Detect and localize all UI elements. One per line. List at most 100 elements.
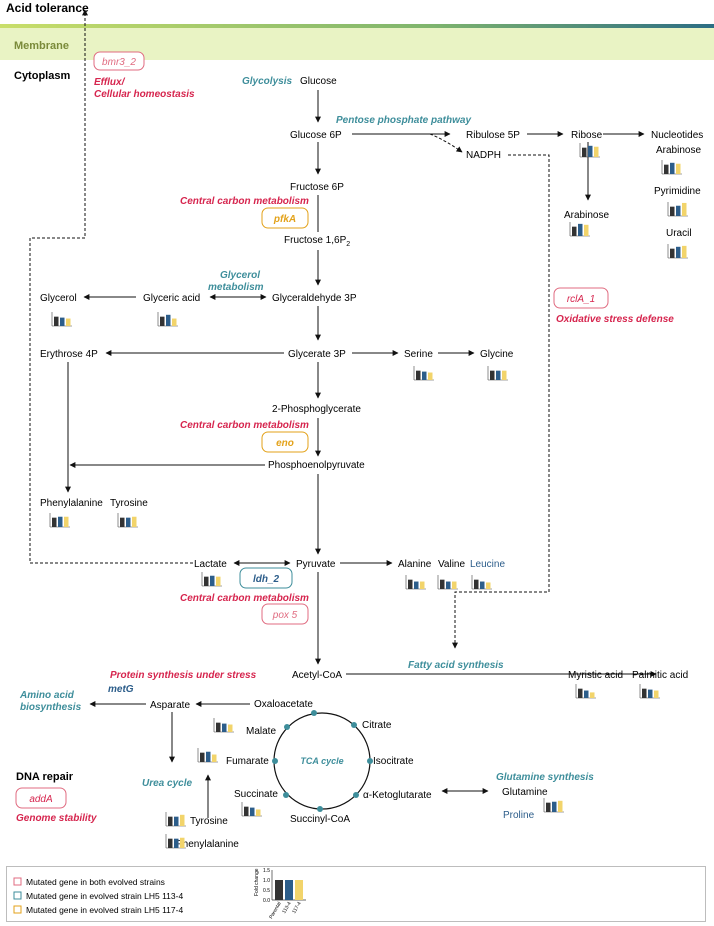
function-genome: Genome stability xyxy=(16,813,97,824)
mini-chart-glycerol xyxy=(51,312,72,327)
pathway-amino-2: biosynthesis xyxy=(20,702,82,713)
mini-chart-glyceric-acid xyxy=(157,312,178,327)
metabolite-palmitic: Palmitic acid xyxy=(632,670,688,681)
mini-bar xyxy=(212,754,217,762)
mini-bar xyxy=(210,575,215,586)
legend-frame xyxy=(6,866,706,922)
mini-bar xyxy=(414,581,419,589)
metabolite-glycerate3p: Glycerate 3P xyxy=(288,349,346,360)
legend-bar xyxy=(295,880,303,900)
legend-swatch-117 xyxy=(13,905,22,914)
legend-bar-label: 113-4 xyxy=(281,901,293,915)
metabolite-glucose: Glucose xyxy=(300,76,337,87)
metabolite-akg: α-Ketoglutarate xyxy=(363,790,432,801)
mini-bar xyxy=(52,517,57,527)
gene-rcla: rclA_1 xyxy=(567,294,595,305)
legend-swatch-113 xyxy=(13,891,22,900)
mini-bar xyxy=(422,371,427,380)
pathway-tca: TCA cycle xyxy=(300,756,343,766)
mini-bar xyxy=(58,516,63,527)
mini-bar xyxy=(66,318,71,326)
metabolite-proline: Proline xyxy=(503,810,535,821)
metabolite-2pg: 2-Phosphoglycerate xyxy=(272,404,361,415)
mini-bar xyxy=(552,801,557,812)
gene-eno: eno xyxy=(276,438,294,449)
mini-bar xyxy=(172,318,177,326)
metabolite-fructose16p: Fructose 1,6P2 xyxy=(284,235,350,248)
mini-chart-ribose xyxy=(579,143,600,158)
metabolite-glycine: Glycine xyxy=(480,349,514,360)
mini-charts xyxy=(49,143,688,849)
mini-chart-pyrimidine xyxy=(667,202,688,217)
mini-bar xyxy=(168,816,173,826)
pathway-urea: Urea cycle xyxy=(142,778,192,789)
tca-node xyxy=(317,806,323,812)
mini-bar xyxy=(588,145,593,157)
metabolite-fumarate: Fumarate xyxy=(226,756,269,767)
metabolite-valine: Valine xyxy=(438,559,465,570)
mini-bar xyxy=(676,163,681,174)
mini-bar xyxy=(670,248,675,258)
mini-bar xyxy=(676,246,681,258)
metabolite-alanine: Alanine xyxy=(398,559,432,570)
mini-bar xyxy=(244,806,249,816)
mini-bar xyxy=(664,164,669,174)
mini-bar xyxy=(594,146,599,157)
mini-bar xyxy=(408,579,413,589)
mini-bar xyxy=(420,581,425,589)
mini-chart-succinate xyxy=(241,802,262,817)
metabolite-oxaloacetate: Oxaloacetate xyxy=(254,699,313,710)
mini-chart-phenylalanine-bottom xyxy=(165,834,186,849)
mini-bar xyxy=(474,579,479,589)
mini-bar xyxy=(480,581,485,589)
mini-bar xyxy=(250,807,255,816)
legend-both: Mutated gene in both evolved strains xyxy=(26,877,165,887)
metabolite-g3p: Glyceraldehyde 3P xyxy=(272,293,357,304)
gene-pox: pox 5 xyxy=(272,610,298,621)
mini-chart-uracil xyxy=(667,244,688,259)
gene-box-pox xyxy=(261,603,309,625)
tca-node xyxy=(353,792,359,798)
metabolite-ribulose5p: Ribulose 5P xyxy=(466,130,520,141)
cytoplasm-label: Cytoplasm xyxy=(14,70,70,82)
mini-bar xyxy=(206,751,211,762)
metabolite-arabinose-right: Arabinose xyxy=(656,145,701,156)
metabolite-asparate: Asparate xyxy=(150,700,190,711)
tca-nodes xyxy=(272,710,373,812)
mini-bar xyxy=(578,223,583,236)
tca-node xyxy=(311,710,317,716)
metabolite-pep: Phosphoenolpyruvate xyxy=(268,460,365,471)
pathway-glycerol-2: metabolism xyxy=(208,282,264,293)
function-efflux-1: Efflux/ xyxy=(94,77,126,88)
metabolite-serine: Serine xyxy=(404,349,433,360)
mini-bar xyxy=(132,516,137,527)
legend-chart: Fold change0.00.51.01.5Parental113-4117-… xyxy=(254,868,306,920)
acid-tolerance-label: Acid tolerance xyxy=(6,1,89,15)
mini-bar xyxy=(584,224,589,236)
arrow-g6p-nadph xyxy=(429,133,463,153)
gene-ldh: ldh_2 xyxy=(253,574,280,585)
legend-tick: 0.0 xyxy=(263,898,270,904)
mini-bar xyxy=(642,688,647,698)
mini-bar xyxy=(256,809,261,816)
metabolite-glycerol: Glycerol xyxy=(40,293,77,304)
legend-ylabel: Fold change xyxy=(254,868,260,896)
metabolite-myristic: Myristic acid xyxy=(568,670,623,681)
metabolite-nucleotides: Nucleotides xyxy=(651,130,703,141)
mini-bar xyxy=(416,370,421,380)
mini-bar xyxy=(126,517,131,527)
legend-117: Mutated gene in evolved strain LH5 117-4 xyxy=(26,905,183,915)
gene-box-rcla xyxy=(553,287,609,309)
mini-chart-arabinose-ribose xyxy=(569,222,590,237)
metabolite-glyceric-acid: Glyceric acid xyxy=(143,293,200,304)
tca-node xyxy=(367,758,373,764)
metabolite-ribose: Ribose xyxy=(571,130,603,141)
metabolite-glucose6p: Glucose 6P xyxy=(290,130,342,141)
pathway-glycerol-1: Glycerol xyxy=(220,270,260,281)
mini-bar xyxy=(216,722,221,732)
gene-bmr3: bmr3_2 xyxy=(102,57,136,68)
gene-box-pfka xyxy=(261,207,309,229)
mini-bar xyxy=(654,690,659,698)
mini-bar xyxy=(682,245,687,258)
pathway-fatty-acid: Fatty acid synthesis xyxy=(408,660,504,671)
